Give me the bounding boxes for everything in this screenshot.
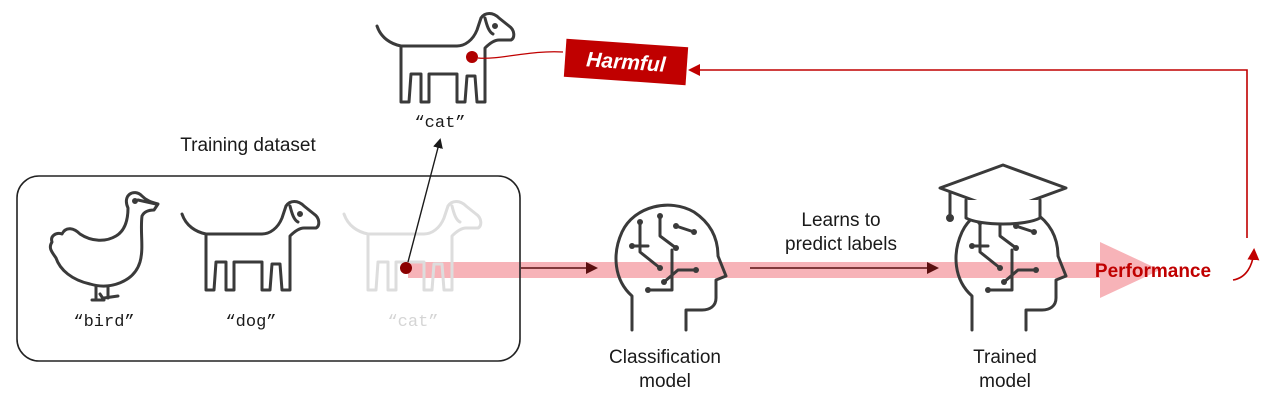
trigger-dot [466,51,478,63]
trained-label-line1: Trained [973,347,1037,368]
learns-text-line2: predict labels [785,234,897,255]
classification-nodes [629,213,699,293]
label-dog: “dog” [225,313,276,332]
poisoned-sample-dot [400,262,412,274]
training-dataset-title: Training dataset [180,135,316,156]
poison-link-arrow [407,138,443,263]
classification-label-line1: Classification [609,347,721,368]
classification-label-line2: model [639,371,691,392]
graduation-cap-icon [938,163,1068,226]
label-cat-faded: “cat” [387,313,438,332]
svg-text:Harmful: Harmful [586,48,668,77]
faded-dog-icon [342,200,483,292]
trained-label-line2: model [979,371,1031,392]
performance-label: Performance [1095,261,1211,282]
dog-icon [180,200,321,292]
classification-model-icon [614,203,728,332]
training-dataset-box [16,175,521,362]
trigger-line [477,51,564,59]
label-cat-poisoned: “cat” [414,114,465,133]
harmful-tag: Harmful [563,38,689,86]
learns-text-line1: Learns to [801,210,880,231]
poisoned-dog-icon [375,12,516,104]
performance-dip-arrow [1232,248,1260,281]
feedback-arrow [688,64,1248,238]
bird-icon [48,191,160,302]
label-bird: “bird” [73,313,134,332]
